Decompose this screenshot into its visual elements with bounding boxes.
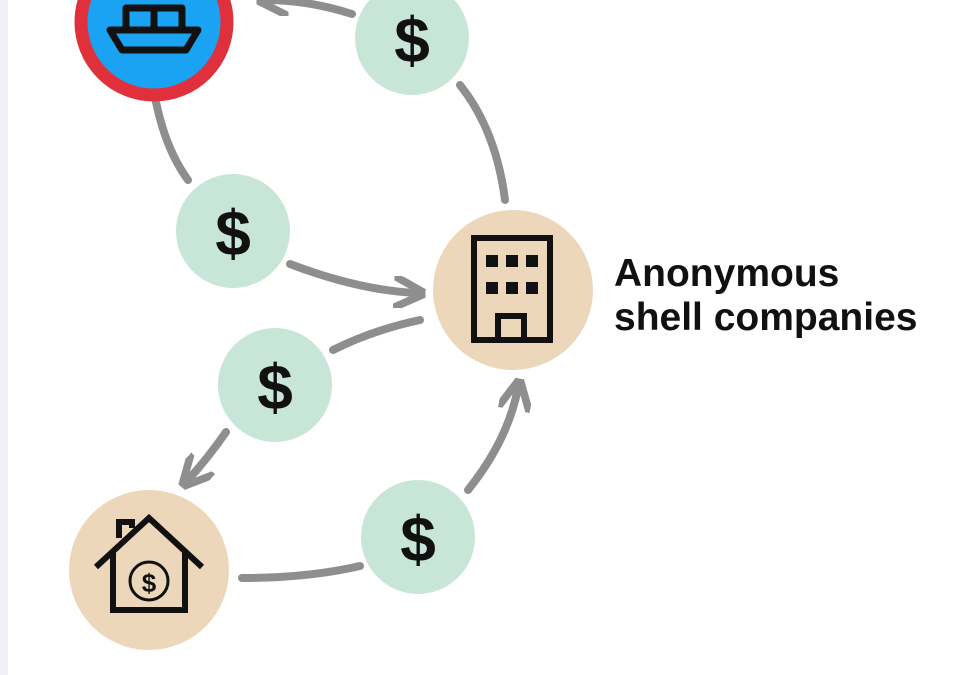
arrow-money-to-shell	[286, 260, 416, 293]
money-bubble-bottom: $	[361, 480, 475, 594]
shell-company-node	[433, 210, 593, 370]
office-building-icon	[471, 235, 553, 343]
money-bubble-left-upper: $	[176, 174, 290, 288]
money-bubble-top: $	[355, 0, 469, 95]
connector-shell-to-money	[329, 316, 424, 354]
label-line-2: shell companies	[614, 296, 918, 339]
ship-node	[74, 0, 234, 102]
dollar-sign-icon: $	[215, 197, 251, 269]
house-dollar-symbol: $	[142, 568, 157, 598]
shell-companies-label: Anonymous shell companies	[614, 252, 917, 340]
dollar-sign-icon: $	[257, 351, 293, 423]
connector-ship-to-money	[152, 98, 192, 184]
money-flow-diagram: $ $ $ $	[69, 0, 593, 650]
money-bubble-left-lower: $	[218, 328, 332, 442]
arrow-money-to-ship	[266, 0, 356, 18]
ship-icon	[106, 4, 202, 54]
flow-arrows	[152, 0, 518, 582]
house-money-icon	[93, 513, 205, 613]
diagram-canvas: $ $ $ $	[8, 0, 958, 675]
label-line-1: Anonymous	[614, 252, 840, 295]
arrow-money-to-house	[188, 428, 230, 480]
connector-house-to-money	[238, 562, 364, 582]
dollar-sign-icon: $	[394, 4, 430, 76]
house-coin-ring	[128, 560, 170, 602]
arrow-money-to-shell-lower	[464, 388, 518, 494]
house-node: $	[69, 490, 229, 650]
dollar-sign-icon: $	[400, 503, 436, 575]
connector-shell-to-top-money	[456, 81, 509, 204]
